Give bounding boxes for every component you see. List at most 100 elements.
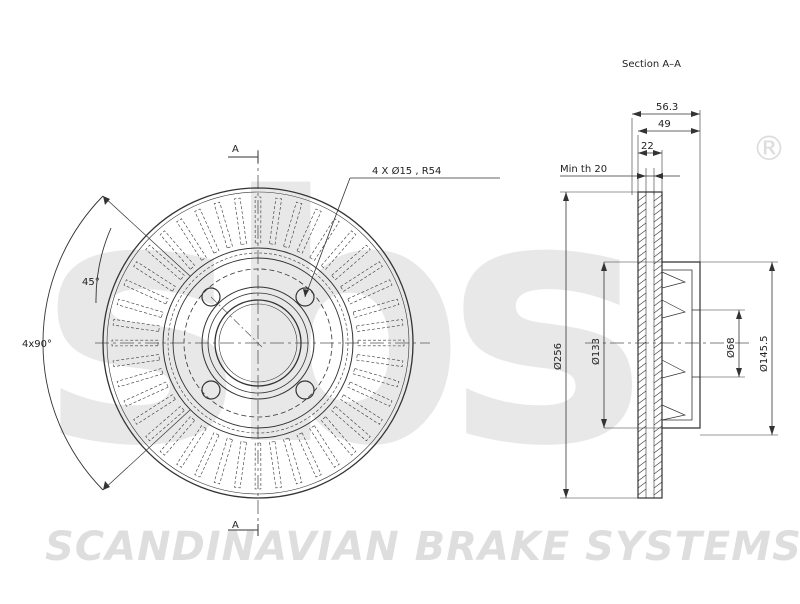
hatch-line <box>637 397 647 405</box>
cooling-vane <box>356 354 404 367</box>
hatch-line <box>637 236 647 244</box>
section-view <box>560 110 778 499</box>
bolt-hole <box>201 380 221 400</box>
hatch-line <box>637 474 647 482</box>
bolt-hole <box>295 287 315 307</box>
hatch-line <box>653 278 663 286</box>
hatch-line <box>637 299 647 307</box>
hatch-line <box>637 327 647 335</box>
hatch-line <box>653 383 663 391</box>
hatch-line <box>637 418 647 426</box>
hatch-line <box>637 194 647 202</box>
hatch-line <box>653 236 663 244</box>
cooling-vane <box>283 437 303 485</box>
section-title: Section A–A <box>622 59 681 70</box>
cooling-vane <box>112 354 160 367</box>
cooling-vane <box>269 441 282 489</box>
cooling-vane <box>296 432 322 478</box>
hatch-line <box>653 411 663 419</box>
hub-step-inner <box>207 292 309 394</box>
hatch-line <box>653 264 663 272</box>
hatch-line <box>653 201 663 209</box>
cooling-vane <box>320 230 357 270</box>
hatch-line <box>653 446 663 454</box>
dimension-arrowheads <box>563 111 775 498</box>
section-label-bottom: A <box>232 520 239 531</box>
hatch-line <box>637 453 647 461</box>
center-bore-chamfer <box>218 303 298 383</box>
cooling-vane <box>159 416 196 456</box>
cooling-vane <box>254 196 262 244</box>
hatch-line <box>653 327 663 335</box>
hatch-line <box>653 404 663 412</box>
watermark: sbs ® SCANDINAVIAN BRAKE SYSTEMS <box>40 125 800 570</box>
hatch-line <box>637 467 647 475</box>
cooling-vane <box>234 441 247 489</box>
cooling-vane <box>145 405 185 442</box>
section-hatching <box>637 194 663 496</box>
hatch-line <box>637 222 647 230</box>
hatch-line <box>637 292 647 300</box>
dia-256-label: Ø256 <box>552 343 564 370</box>
watermark-tagline: SCANDINAVIAN BRAKE SYSTEMS <box>45 524 800 570</box>
hatch-line <box>653 376 663 384</box>
hatch-line <box>653 425 663 433</box>
cooling-vane <box>213 201 233 249</box>
hatch-line <box>653 250 663 258</box>
hatch-line <box>653 313 663 321</box>
angle-leader-top <box>102 195 191 277</box>
bolt-axis-line <box>210 296 263 348</box>
hatch-line <box>653 285 663 293</box>
cooling-vane <box>340 394 383 425</box>
hatch-line <box>637 348 647 356</box>
hatch-line <box>653 467 663 475</box>
bolt-callout-leader <box>304 177 351 298</box>
hub-step-outer <box>201 286 315 400</box>
cooling-vane <box>133 261 176 292</box>
friction-ring-dashed <box>167 252 349 434</box>
section-label-top: A <box>232 144 239 155</box>
hatch-line <box>653 194 663 202</box>
cooling-vane <box>176 425 207 468</box>
cooling-vane <box>176 218 207 261</box>
cooling-vane <box>340 261 383 292</box>
cooling-vane <box>234 197 247 245</box>
hatch-line <box>637 488 647 496</box>
hatch-line <box>653 215 663 223</box>
hatch-line <box>653 362 663 370</box>
cooling-vane <box>123 381 169 407</box>
cooling-vanes <box>111 196 405 490</box>
cooling-vane <box>331 405 371 442</box>
cooling-vane <box>116 368 164 388</box>
cooling-vane <box>357 339 405 347</box>
hatch-line <box>637 341 647 349</box>
hatch-line <box>637 250 647 258</box>
cooling-vane <box>356 319 404 332</box>
hatch-line <box>637 383 647 391</box>
hat-profile <box>662 261 701 429</box>
hatch-line <box>653 292 663 300</box>
cooling-vane <box>296 208 322 254</box>
front-view-labels: A A 4 X Ø15 , R54 45° 4x90° <box>22 144 441 531</box>
cooling-vane <box>133 394 176 425</box>
dim-49-label: 49 <box>658 119 671 130</box>
front-view <box>42 150 500 536</box>
disc-outer-chamfer <box>106 191 410 495</box>
hatch-line <box>653 306 663 314</box>
hatch-line <box>653 222 663 230</box>
hatch-line <box>653 418 663 426</box>
hatch-line <box>637 264 647 272</box>
hatch-line <box>653 481 663 489</box>
hatch-line <box>653 208 663 216</box>
cooling-vane <box>213 437 233 485</box>
hat-profile-inner <box>662 269 693 421</box>
cooling-vane <box>309 218 340 261</box>
hatch-line <box>653 369 663 377</box>
hatch-line <box>653 355 663 363</box>
hatch-line <box>637 229 647 237</box>
dim-56-3-label: 56.3 <box>656 102 678 113</box>
angle-4x90-label: 4x90° <box>22 339 52 350</box>
section-view-labels: Section A–A 56.3 49 22 Min th 20 Ø256 Ø1… <box>552 59 770 372</box>
hatch-line <box>653 474 663 482</box>
